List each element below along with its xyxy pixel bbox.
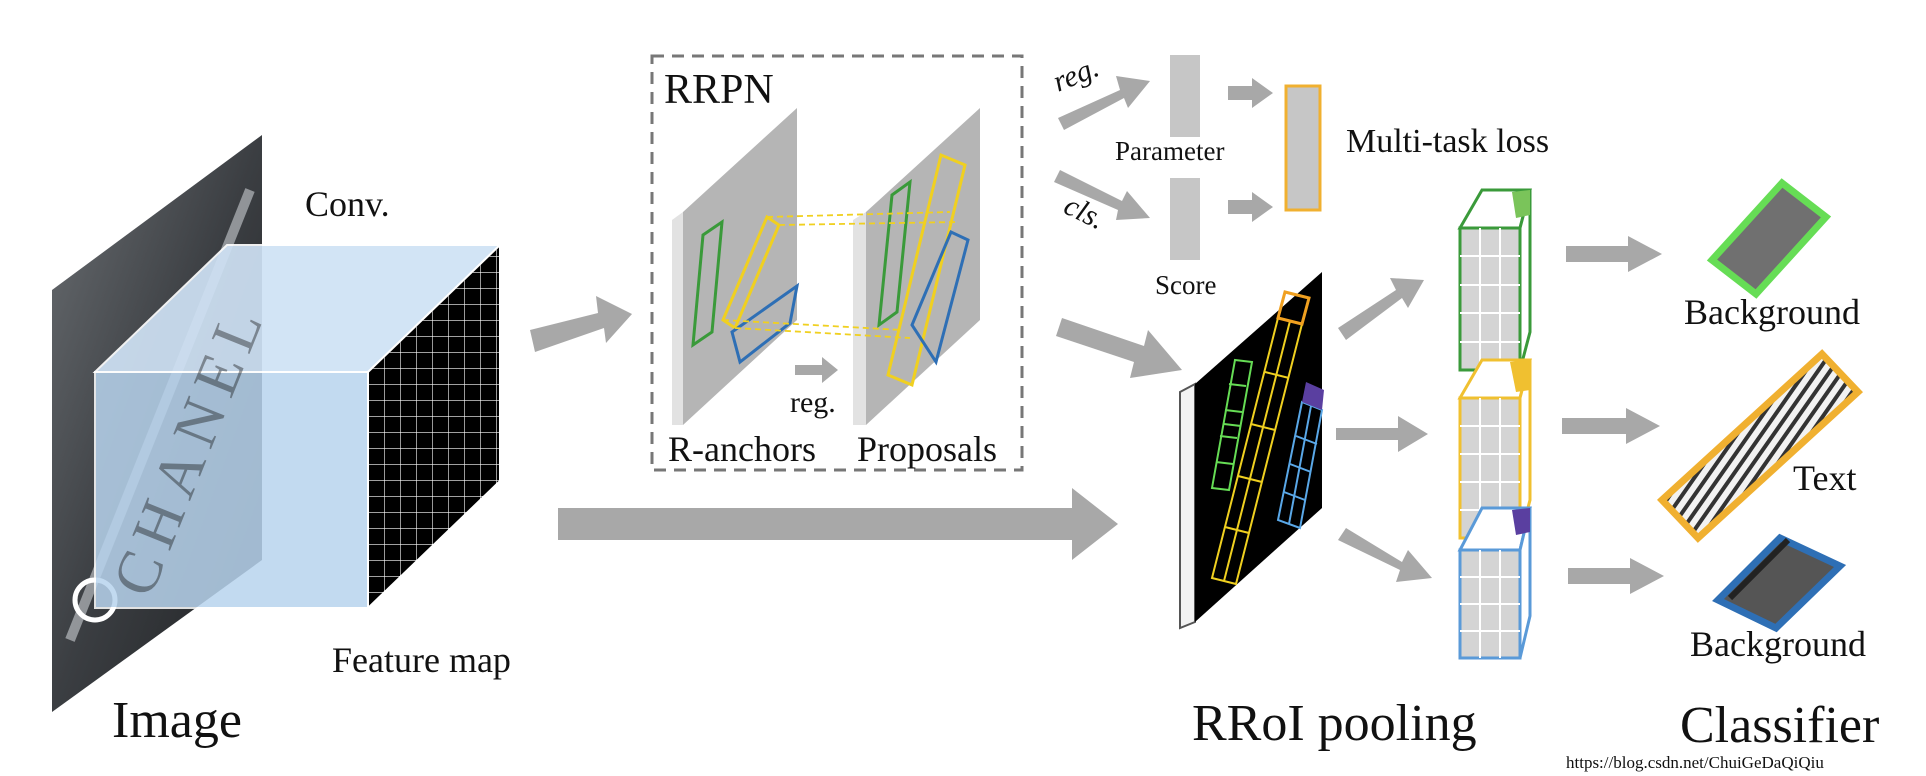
arrow-to-rroi <box>558 488 1118 560</box>
rroi-orange-cap <box>1276 290 1311 326</box>
watermark-url: https://blog.csdn.net/ChuiGeDaQiQiu <box>1566 753 1824 772</box>
score-label: Score <box>1155 270 1216 300</box>
rrpn-label: RRPN <box>664 67 774 113</box>
parameter-bar <box>1170 55 1200 137</box>
arrow-to-classifier-mid <box>1562 408 1660 444</box>
r-anchors-label: R-anchors <box>668 429 816 469</box>
rrpn-box <box>650 54 1024 472</box>
rroi-feature-map <box>1179 272 1324 630</box>
r-anchors-panel <box>672 108 800 425</box>
text-label: Text <box>1793 458 1856 498</box>
parameter-label: Parameter <box>1115 136 1224 166</box>
image-label: Image <box>112 692 242 749</box>
feature-map-label: Feature map <box>332 640 511 680</box>
feature-cube: CHANEL <box>92 242 503 611</box>
classifier-label: Classifier <box>1680 697 1879 754</box>
multi-task-loss-bar <box>1284 84 1322 212</box>
background-bottom-label: Background <box>1690 624 1866 664</box>
arrow-rroi-to-yellow <box>1336 416 1428 452</box>
reg-small-arrow <box>795 357 838 383</box>
background-top-label: Background <box>1684 292 1860 332</box>
rroi-pooling-label: RRoI pooling <box>1192 695 1477 752</box>
reg-label: reg. <box>1048 51 1103 99</box>
classifier-output-text <box>1657 349 1863 543</box>
arrow-to-rrpn <box>530 296 632 352</box>
multi-task-loss-label: Multi-task loss <box>1346 123 1549 160</box>
proposals-label: Proposals <box>857 429 997 469</box>
rroi-purple-cap <box>1302 382 1324 410</box>
reg-inner-label: reg. <box>790 386 836 419</box>
classifier-output-background-top <box>1706 178 1832 299</box>
pooled-grid-blue <box>1457 506 1532 660</box>
pooled-grid-green <box>1457 188 1532 372</box>
arrow-to-classifier-top <box>1566 236 1662 272</box>
classifier-output-background-bottom <box>1712 533 1847 633</box>
arrow-score-to-loss <box>1228 192 1273 222</box>
cube-side-face <box>367 242 501 611</box>
conv-label: Conv. <box>305 184 390 224</box>
arrow-reg <box>1058 76 1150 130</box>
arrow-to-classifier-bottom <box>1568 558 1664 594</box>
score-bar <box>1170 178 1200 260</box>
arrow-rroi-to-green <box>1338 278 1424 340</box>
proposal-correspondence-lines <box>722 211 959 339</box>
arrow-cls <box>1054 170 1150 220</box>
proposals-panel <box>853 108 980 425</box>
rroi-blue-region <box>1276 400 1324 530</box>
arrow-rrpn-to-rroi <box>1056 318 1182 378</box>
arrow-param-to-loss <box>1228 78 1273 108</box>
rroi-green-region <box>1210 358 1254 492</box>
arrow-rroi-to-blue <box>1338 528 1432 582</box>
